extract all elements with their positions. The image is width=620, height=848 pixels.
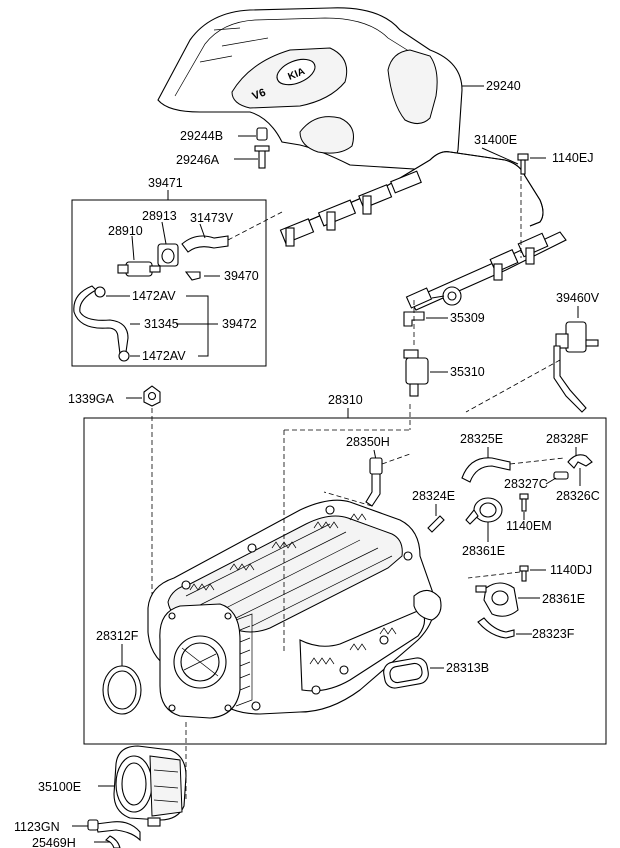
- label-28325E: 28325E: [460, 432, 503, 446]
- pcv-fitting[interactable]: [365, 457, 383, 507]
- label-1339GA: 1339GA: [68, 392, 115, 406]
- label-35310: 35310: [450, 365, 485, 379]
- intake-manifold[interactable]: [147, 499, 442, 719]
- actuator-hose[interactable]: [477, 617, 515, 639]
- label-1140DJ: 1140DJ: [550, 563, 592, 577]
- fuel-injector[interactable]: [403, 349, 429, 397]
- rail-bolt[interactable]: [517, 153, 529, 175]
- label-29244B: 29244B: [180, 129, 223, 143]
- label-28361E-b: 28361E: [542, 592, 585, 606]
- label-28361E-a: 28361E: [462, 544, 505, 558]
- label-31345: 31345: [144, 317, 179, 331]
- pcv-hose-lower[interactable]: [73, 285, 130, 362]
- vacuum-actuator-b[interactable]: [475, 582, 519, 617]
- label-1140EM: 1140EM: [506, 519, 552, 533]
- label-28324E: 28324E: [412, 489, 455, 503]
- intake-manifold-box: [83, 417, 607, 745]
- label-35309: 35309: [450, 311, 485, 325]
- label-1472AV-top: 1472AV: [132, 289, 176, 303]
- coolant-hose[interactable]: [87, 819, 141, 848]
- label-29246A: 29246A: [176, 153, 220, 167]
- manifold-gasket[interactable]: [382, 656, 430, 689]
- vacuum-hose-small[interactable]: [567, 454, 593, 469]
- fuel-rail[interactable]: [279, 151, 567, 311]
- label-28310: 28310: [328, 393, 363, 407]
- cover-badge-text: V6: [251, 87, 268, 103]
- label-28326C: 28326C: [556, 489, 600, 503]
- cover-grommet[interactable]: [256, 127, 268, 141]
- label-28327C: 28327C: [504, 477, 548, 491]
- actuator-bolt-a[interactable]: [519, 493, 529, 512]
- actuator-bolt-b[interactable]: [519, 565, 529, 582]
- label-39460V: 39460V: [556, 291, 600, 305]
- vacuum-hose[interactable]: [461, 457, 511, 483]
- label-28323F: 28323F: [532, 627, 575, 641]
- label-35100E: 35100E: [38, 780, 81, 794]
- label-39472: 39472: [222, 317, 257, 331]
- label-29240: 29240: [486, 79, 521, 93]
- pcv-assembly-box: [71, 199, 267, 367]
- label-1123GN: 1123GN: [14, 820, 60, 834]
- throttle-gasket[interactable]: [102, 665, 142, 715]
- vacuum-connector[interactable]: [553, 471, 569, 480]
- label-25469H: 25469H: [32, 836, 76, 848]
- label-28910: 28910: [108, 224, 143, 238]
- pcv-grommet[interactable]: [157, 243, 179, 267]
- label-28313B: 28313B: [446, 661, 489, 675]
- label-31473V: 31473V: [190, 211, 234, 225]
- purge-control-valve[interactable]: [553, 321, 599, 413]
- label-39471: 39471: [148, 176, 183, 190]
- cover-bolt[interactable]: [254, 145, 270, 169]
- engine-cover[interactable]: KIA V6: [157, 7, 463, 171]
- label-1472AV-bot: 1472AV: [142, 349, 186, 363]
- label-28312F: 28312F: [96, 629, 139, 643]
- label-1140EJ: 1140EJ: [552, 151, 593, 165]
- label-31400E: 31400E: [474, 133, 517, 147]
- label-28328F: 28328F: [546, 432, 589, 446]
- actuator-rod[interactable]: [427, 515, 445, 533]
- throttle-body[interactable]: [113, 745, 187, 827]
- label-28913: 28913: [142, 209, 177, 223]
- label-28350H: 28350H: [346, 435, 390, 449]
- manifold-nut[interactable]: [143, 385, 161, 407]
- pcv-hose-upper[interactable]: [181, 235, 229, 253]
- label-39470: 39470: [224, 269, 259, 283]
- pcv-valve[interactable]: [117, 261, 161, 277]
- pcv-bracket[interactable]: [184, 271, 201, 281]
- vacuum-actuator-a[interactable]: [465, 497, 503, 525]
